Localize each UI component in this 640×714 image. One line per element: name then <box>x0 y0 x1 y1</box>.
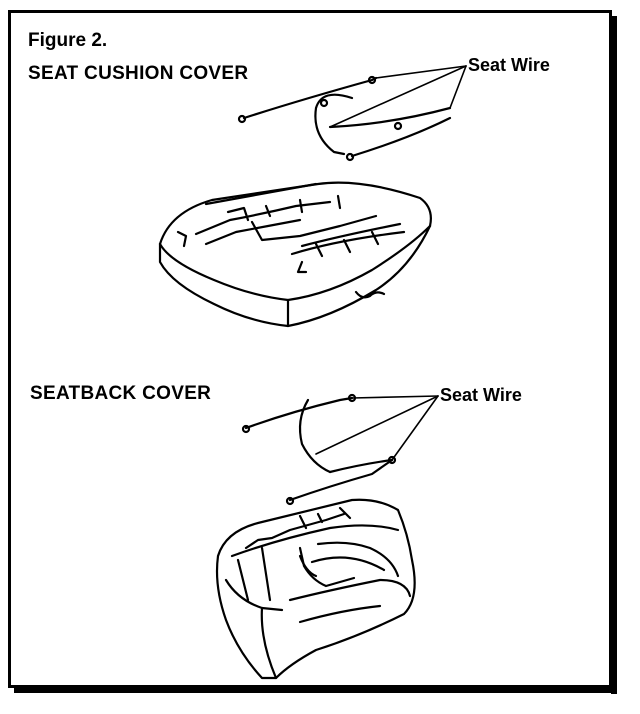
seat-cushion-cover-title: SEAT CUSHION COVER <box>28 63 249 84</box>
seatback-body <box>215 498 416 680</box>
frame-shadow-right <box>611 16 617 694</box>
frame-shadow-bottom <box>14 687 617 693</box>
figure-label: Figure 2. <box>28 30 108 51</box>
cushion-seat-wire-label: Seat Wire <box>468 55 550 75</box>
seatback-seat-wire-label: Seat Wire <box>440 385 522 405</box>
cushion-seat-wires <box>237 65 467 162</box>
seatback-seat-wires <box>241 393 439 506</box>
cushion-body <box>158 181 432 328</box>
seatback-cover-title: SEATBACK COVER <box>30 383 212 404</box>
